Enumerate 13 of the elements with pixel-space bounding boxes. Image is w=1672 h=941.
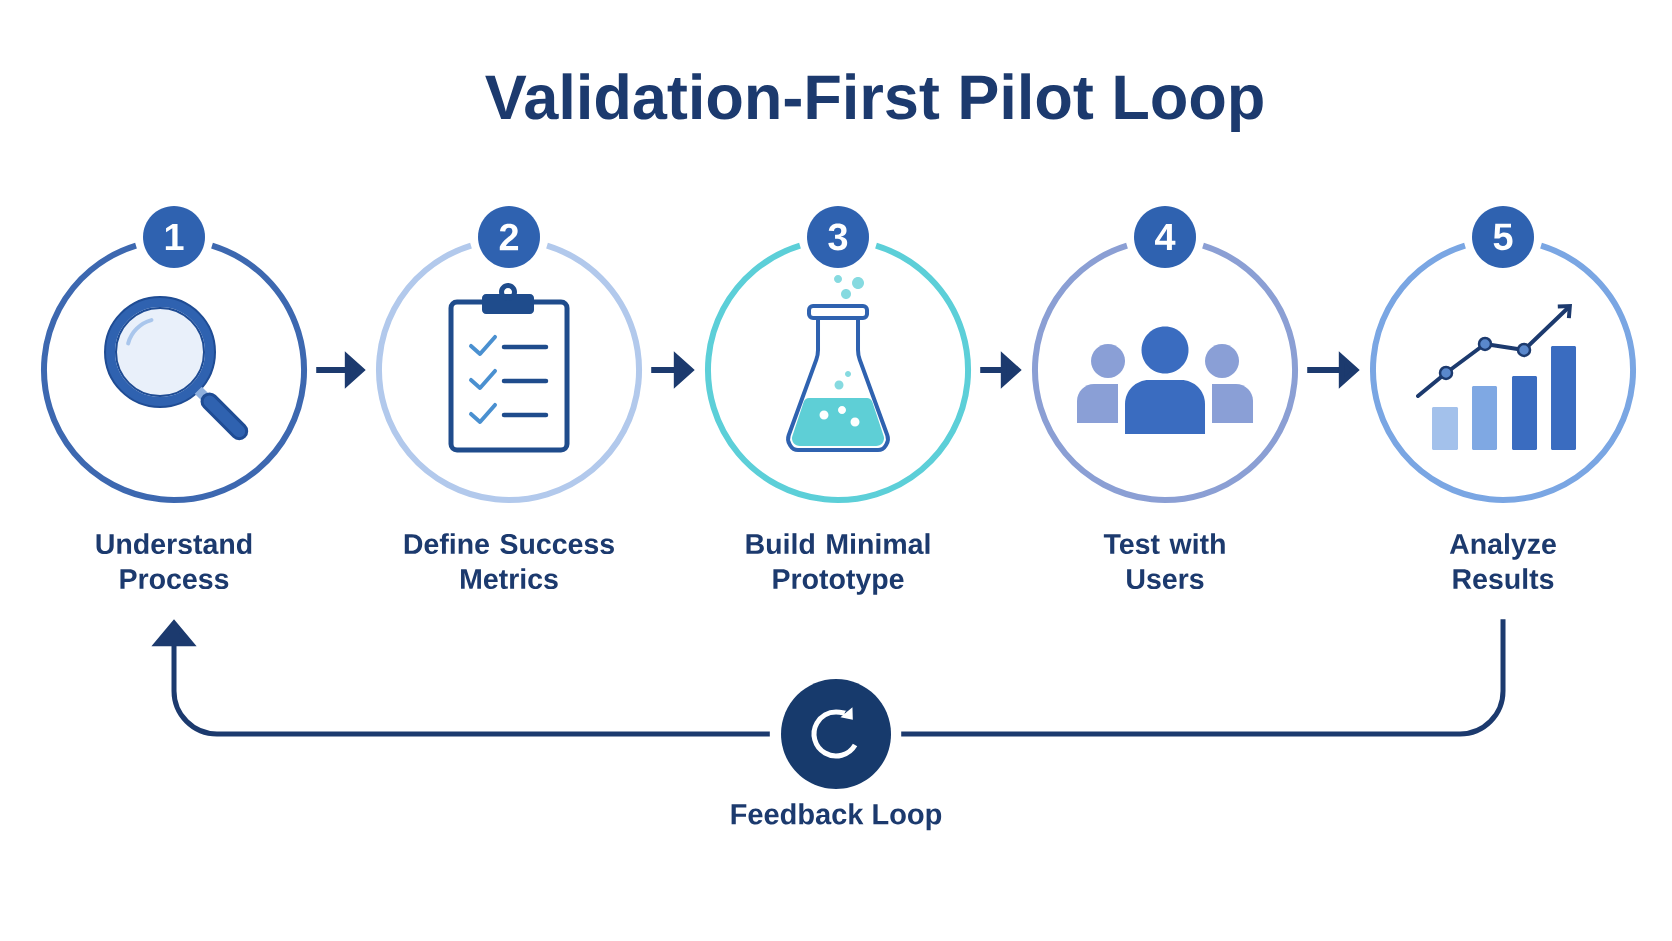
step-label: Build Minimal Prototype — [746, 533, 930, 595]
step-label: Understand Process — [96, 533, 252, 590]
number-badge: 3 — [807, 206, 869, 268]
title: Validation-First Pilot Loop — [485, 73, 1263, 133]
step-label: Define Success Metrics — [404, 533, 614, 590]
number-badge: 4 — [1134, 206, 1196, 268]
number-badge: 5 — [1472, 206, 1534, 268]
loop-label: Feedback Loop — [731, 803, 942, 831]
step-label: Test with Users — [1103, 533, 1225, 590]
number-badge: 2 — [478, 206, 540, 268]
connector-line — [901, 619, 1506, 737]
number-badge: 1 — [143, 206, 205, 268]
step-label: Analyze Results — [1449, 533, 1556, 590]
